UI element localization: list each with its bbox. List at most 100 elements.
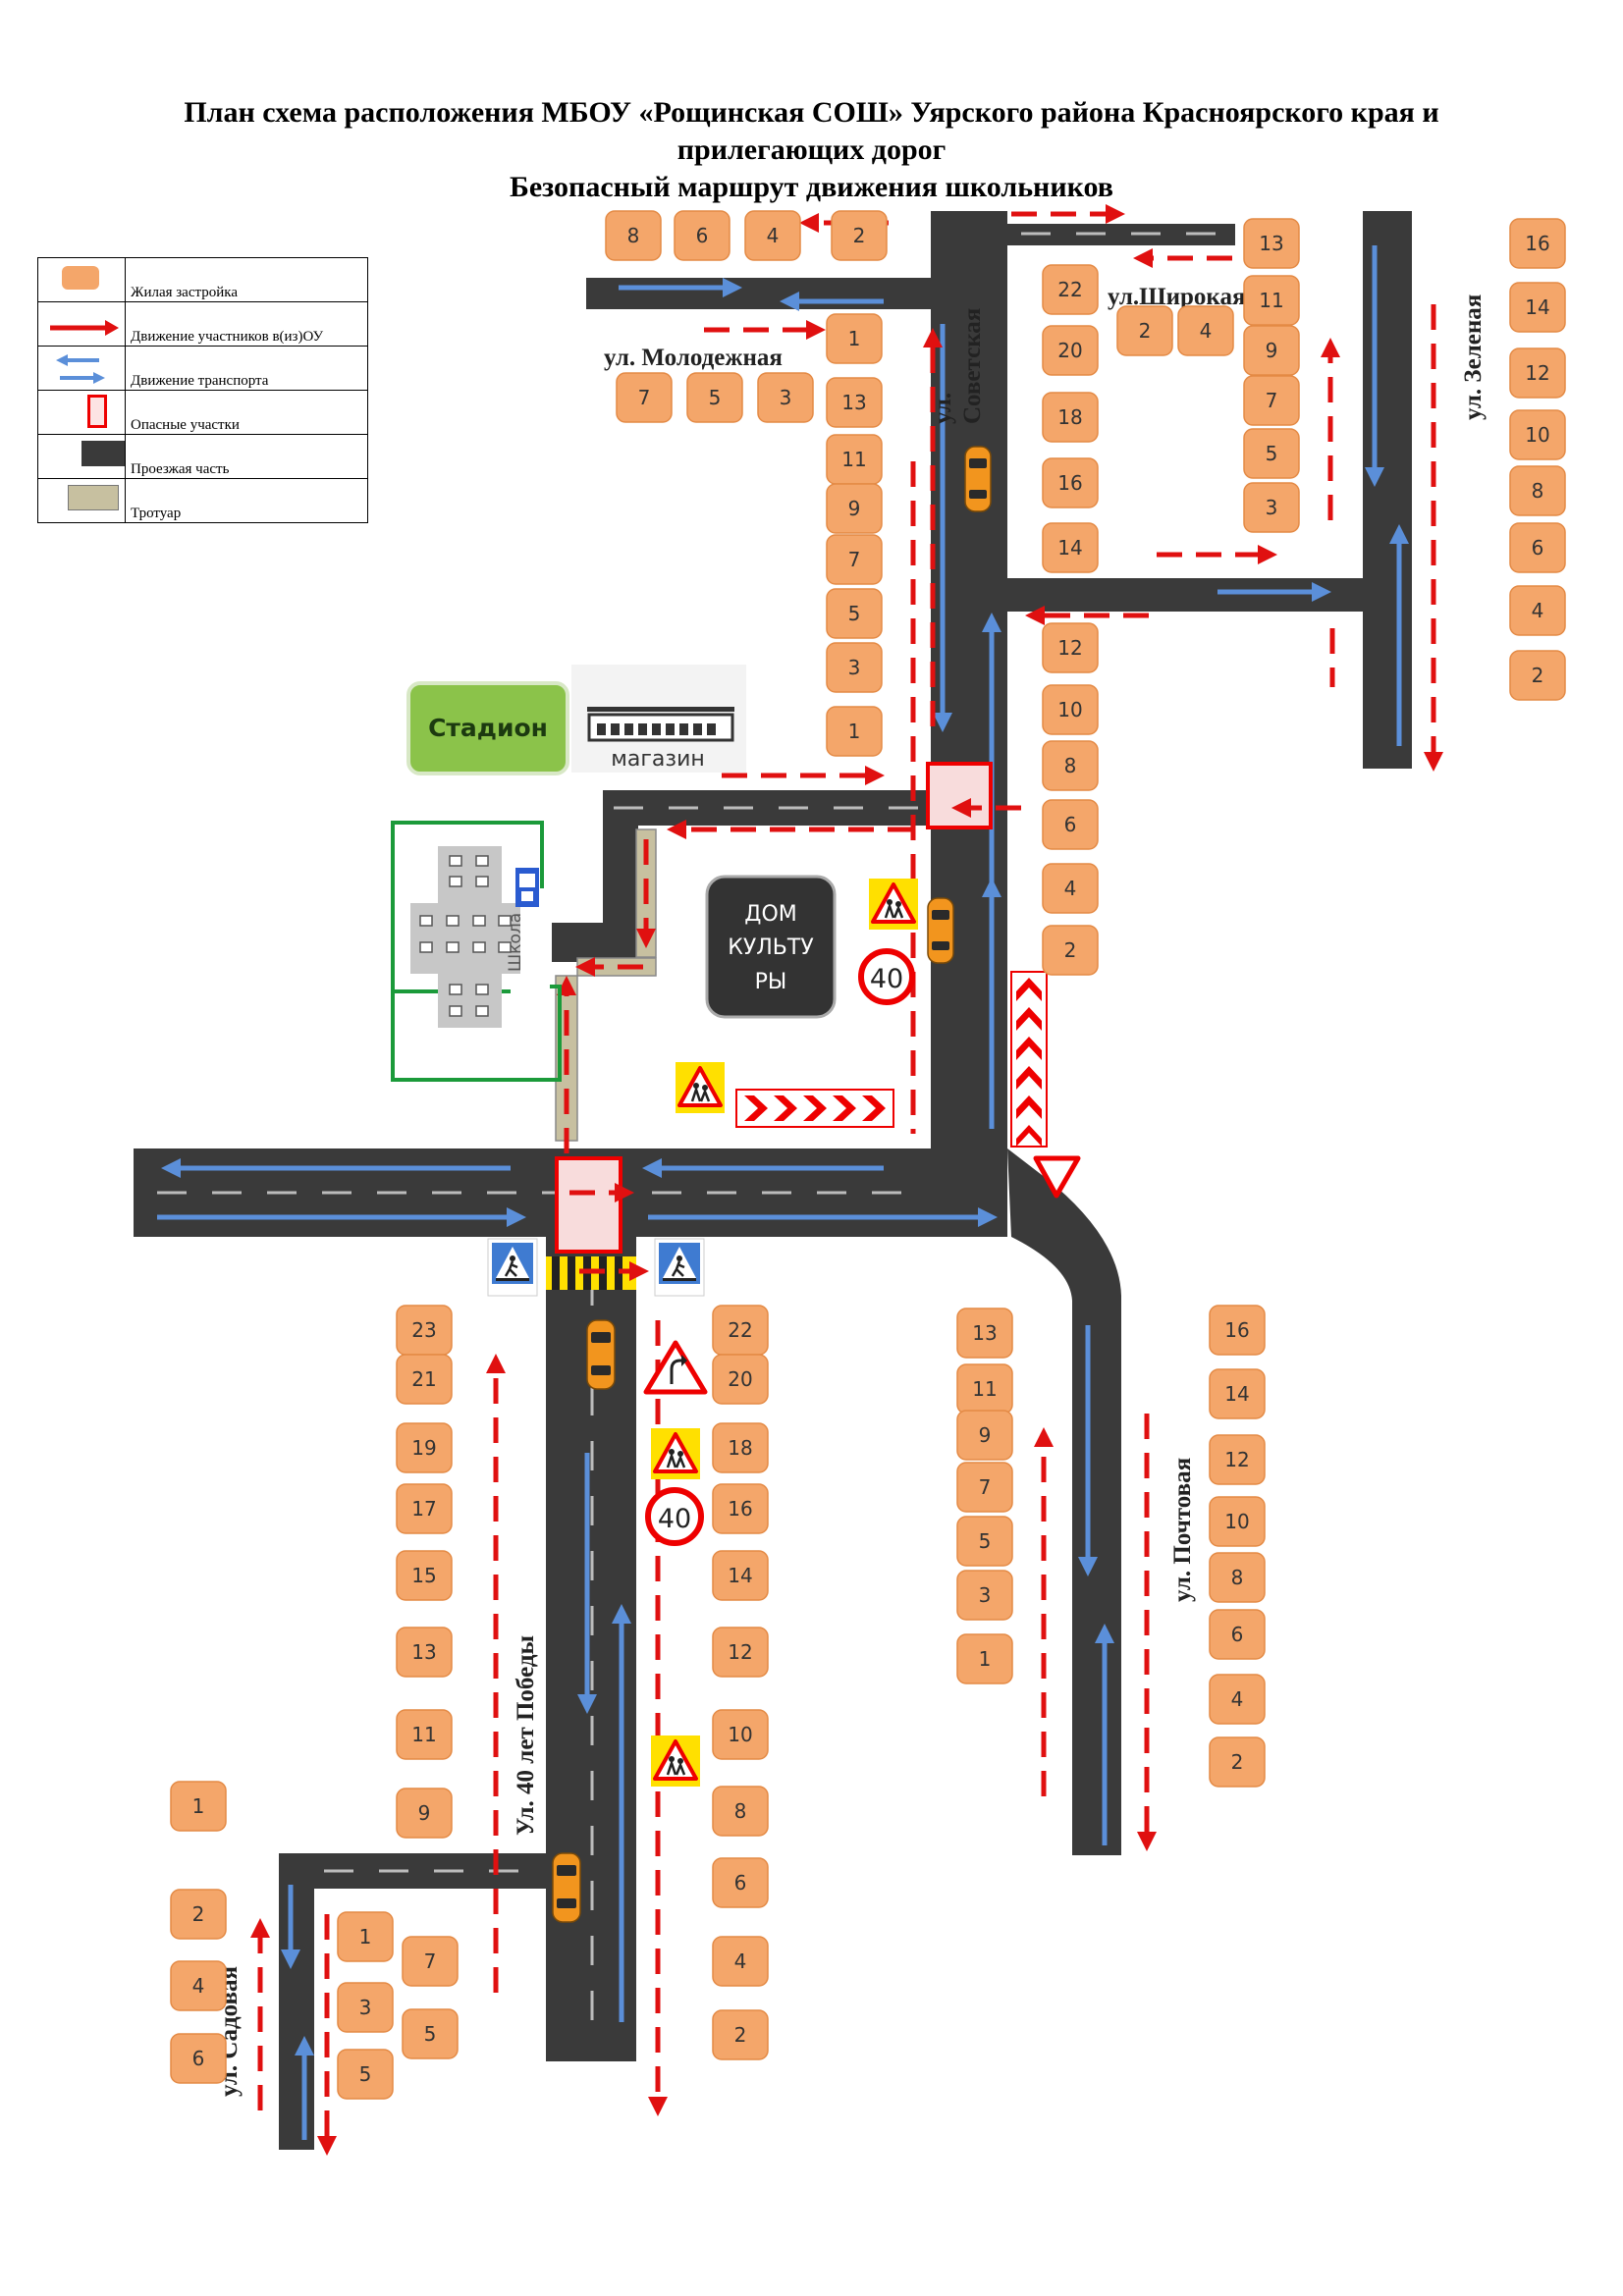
house-marker-zelenaya-east-12: 12	[1509, 347, 1566, 399]
page-title: План схема расположения МБОУ «Рощинская …	[0, 94, 1623, 206]
house-marker-zelenaya-west-11: 11	[1243, 275, 1300, 326]
house-marker-pochtovaya-east-12: 12	[1209, 1434, 1266, 1485]
house-marker-sovetskaya-east-4: 4	[1042, 863, 1099, 914]
culture-label-2: КУЛЬТУ	[728, 935, 814, 960]
car-icon	[964, 446, 992, 512]
traffic-arrows-icon	[56, 354, 105, 384]
house-marker-pobedy-west-23: 23	[396, 1305, 453, 1356]
house-marker-pochtovaya-east-14: 14	[1209, 1368, 1266, 1419]
house-number: 4	[1064, 877, 1077, 900]
street-zelenaya: ул. Зеленая	[1460, 294, 1487, 420]
house-number: 3	[359, 1996, 372, 2019]
dangerous-curve-sign-icon	[643, 1340, 708, 1395]
house-marker-sadovaya-east-a-1: 1	[337, 1911, 394, 1962]
house-number: 1	[848, 327, 861, 350]
house-number: 12	[1525, 361, 1549, 385]
house-marker-pobedy-east-14: 14	[712, 1550, 769, 1601]
house-number: 4	[1231, 1687, 1244, 1711]
car-icon	[927, 897, 954, 964]
house-marker-pochtovaya-east-6: 6	[1209, 1609, 1266, 1660]
house-marker-molodezhnaya-south-5: 5	[686, 372, 743, 423]
house-marker-pochtovaya-west-7: 7	[956, 1462, 1013, 1513]
house-number: 11	[411, 1723, 436, 1746]
house-number: 5	[1266, 442, 1278, 465]
house-number: 1	[192, 1794, 205, 1818]
legend-transport: Движение транспорта	[125, 346, 368, 391]
speed-limit-value: 40	[870, 964, 903, 994]
speed-limit-sign: 40	[858, 948, 915, 1005]
house-marker-sovetskaya-east-20: 20	[1042, 325, 1099, 376]
house-marker-sadovaya-west-2: 2	[170, 1889, 227, 1940]
house-number: 7	[638, 386, 651, 409]
house-marker-sovetskaya-west-1: 1	[826, 313, 883, 364]
house-number: 9	[1266, 339, 1278, 362]
house-icon	[62, 266, 99, 290]
legend-row-participants: Движение участников в(из)ОУ	[37, 301, 368, 347]
house-number: 5	[848, 602, 861, 625]
road-pochtovaya-curve	[1007, 1148, 1121, 1855]
house-number: 3	[780, 386, 792, 409]
school-label: Школа	[506, 913, 525, 972]
house-marker-zelenaya-east-14: 14	[1509, 282, 1566, 333]
house-marker-sadovaya-east-a-3: 3	[337, 1982, 394, 2033]
children-sign-icon	[651, 1735, 700, 1787]
legend-row-danger: Опасные участки	[37, 390, 368, 435]
stadium-label: Стадион	[428, 714, 548, 742]
house-number: 6	[1064, 813, 1077, 836]
house-marker-zelenaya-west-13: 13	[1243, 218, 1300, 269]
house-number: 17	[411, 1497, 436, 1521]
house-number: 22	[1057, 278, 1082, 301]
legend-residential: Жилая застройка	[125, 257, 368, 302]
house-marker-pobedy-west-11: 11	[396, 1709, 453, 1760]
car-icon	[586, 1319, 616, 1390]
house-marker-pobedy-west-21: 21	[396, 1354, 453, 1405]
house-marker-shirokaya-4: 4	[1177, 305, 1234, 356]
house-marker-sovetskaya-west-13: 13	[826, 377, 883, 428]
house-number: 21	[411, 1367, 436, 1391]
house-number: 8	[627, 224, 640, 247]
title-line-2: прилегающих дорог	[676, 133, 947, 166]
legend-danger: Опасные участки	[125, 390, 368, 435]
title-line-3: Безопасный маршрут движения школьников	[510, 171, 1113, 203]
house-number: 3	[848, 656, 861, 679]
house-marker-sovetskaya-west-5: 5	[826, 588, 883, 639]
house-of-culture: ДОМ КУЛЬТУ РЫ	[705, 875, 837, 1019]
shop: магазин	[571, 665, 746, 773]
house-marker-pobedy-east-12: 12	[712, 1627, 769, 1678]
house-number: 5	[424, 2022, 437, 2046]
house-marker-pobedy-east-2: 2	[712, 2009, 769, 2060]
street-pobedy: Ул. 40 лет Победы	[513, 1635, 539, 1836]
house-number: 2	[734, 2023, 747, 2047]
house-marker-sovetskaya-east-2: 2	[1042, 925, 1099, 976]
crosswalk-sign-icon	[487, 1238, 538, 1297]
house-marker-zelenaya-east-2: 2	[1509, 650, 1566, 701]
house-marker-sadovaya-east-b-7: 7	[402, 1936, 459, 1987]
house-number: 5	[979, 1529, 992, 1553]
house-number: 3	[979, 1583, 992, 1607]
house-marker-pobedy-east-16: 16	[712, 1483, 769, 1534]
legend-sidewalk: Тротуар	[125, 478, 368, 523]
house-number: 4	[767, 224, 780, 247]
house-number: 19	[411, 1436, 436, 1460]
house-number: 10	[1525, 423, 1549, 447]
house-marker-pobedy-east-6: 6	[712, 1857, 769, 1908]
house-number: 14	[1057, 536, 1082, 560]
house-number: 5	[709, 386, 722, 409]
house-marker-pobedy-east-8: 8	[712, 1786, 769, 1837]
legend-row-residential: Жилая застройка	[37, 257, 368, 302]
house-number: 5	[359, 2062, 372, 2086]
house-number: 9	[979, 1423, 992, 1447]
house-number: 4	[734, 1949, 747, 1973]
house-marker-pobedy-west-13: 13	[396, 1627, 453, 1678]
house-number: 18	[1057, 405, 1082, 429]
house-marker-pobedy-west-19: 19	[396, 1422, 453, 1473]
house-marker-sovetskaya-west-3: 3	[826, 642, 883, 693]
house-marker-sovetskaya-west-1: 1	[826, 706, 883, 757]
culture-label-1: ДОМ	[744, 902, 797, 927]
house-marker-sadovaya-west-4: 4	[170, 1960, 227, 2011]
road-zelenaya	[1363, 211, 1412, 769]
house-marker-pochtovaya-east-4: 4	[1209, 1674, 1266, 1725]
house-number: 13	[841, 391, 866, 414]
house-marker-sadovaya-west-1: 1	[170, 1781, 227, 1832]
house-marker-sadovaya-east-a-5: 5	[337, 2049, 394, 2100]
